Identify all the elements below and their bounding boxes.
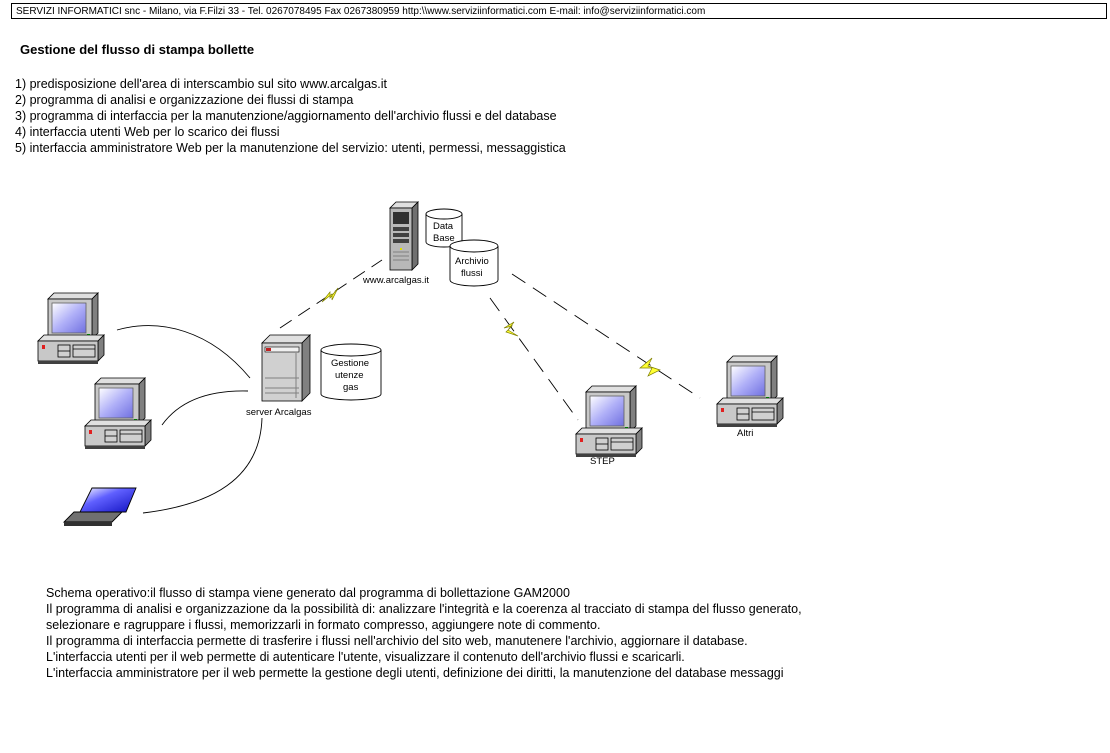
altri-node: Altri: [716, 355, 784, 439]
wan-link-archive-altri: [511, 273, 701, 399]
utenze-db-label-line: utenze: [335, 370, 364, 381]
local-server-node: server Arcalgas: [246, 334, 312, 418]
description-line: L'interfaccia utenti per il web permette…: [46, 650, 685, 664]
laptop-icon: [62, 487, 137, 526]
feature-item: 3) programma di interfaccia per la manut…: [15, 109, 557, 123]
database-cylinder-icon: [320, 343, 382, 401]
archive-label-line: Archivio: [455, 256, 489, 267]
wan-link-server-web: [279, 259, 383, 329]
archive-node: Archivio flussi: [449, 239, 499, 287]
utenze-db-node: Gestione utenze gas: [320, 343, 382, 401]
database-label-line: Data: [433, 221, 454, 232]
step-label: STEP: [590, 456, 615, 467]
client3-node: [62, 487, 137, 526]
database-node: Data Base: [425, 208, 463, 248]
archive-label-line: flussi: [461, 268, 483, 279]
web-server-label: www.arcalgas.it: [362, 275, 429, 286]
utenze-db-label-line: Gestione: [331, 358, 369, 369]
database-label-line: Base: [433, 233, 455, 244]
database-cylinder-icon: [449, 239, 499, 287]
feature-item: 1) predisposizione dell'area di intersca…: [15, 77, 388, 91]
server-icon: [261, 334, 311, 402]
lightning-icon: [639, 357, 661, 377]
operating-scheme-description: Schema operativo:il flusso di stampa vie…: [46, 585, 802, 681]
description-line: selezionare e ragruppare i flussi, memor…: [46, 618, 601, 632]
client2-node: [84, 377, 152, 450]
desktop-pc-icon: [575, 385, 643, 458]
description-line: Il programma di analisi e organizzazione…: [46, 602, 802, 616]
client1-node: [37, 292, 105, 365]
desktop-pc-icon: [84, 377, 152, 450]
description-line: Il programma di interfaccia permette di …: [46, 634, 748, 648]
feature-list: 1) predisposizione dell'area di intersca…: [15, 76, 566, 156]
local-server-label: server Arcalgas: [246, 407, 312, 418]
lan-link-client2: [161, 390, 249, 426]
desktop-pc-icon: [716, 355, 784, 428]
page-title: Gestione del flusso di stampa bollette: [20, 42, 255, 57]
web-server-node: www.arcalgas.it: [362, 201, 429, 286]
feature-item: 2) programma di analisi e organizzazione…: [15, 93, 354, 107]
desktop-pc-icon: [37, 292, 105, 365]
feature-item: 4) interfaccia utenti Web per lo scarico…: [15, 125, 280, 139]
lan-link-client3: [142, 417, 263, 514]
lan-link-client1: [116, 325, 251, 379]
tower-server-icon: [389, 201, 419, 271]
utenze-db-label-line: gas: [343, 382, 359, 393]
description-line: L'interfaccia amministratore per il web …: [46, 666, 784, 680]
company-header: SERVIZI INFORMATICI snc - Milano, via F.…: [11, 3, 1107, 19]
feature-item: 5) interfaccia amministratore Web per la…: [15, 141, 566, 155]
wan-link-archive-step: [489, 297, 579, 421]
step-node: STEP: [575, 385, 643, 467]
lightning-icon: [503, 321, 519, 337]
database-cylinder-icon: [425, 208, 463, 248]
altri-label: Altri: [737, 428, 753, 439]
lightning-icon: [321, 287, 339, 303]
description-line: Schema operativo:il flusso di stampa vie…: [46, 586, 570, 600]
